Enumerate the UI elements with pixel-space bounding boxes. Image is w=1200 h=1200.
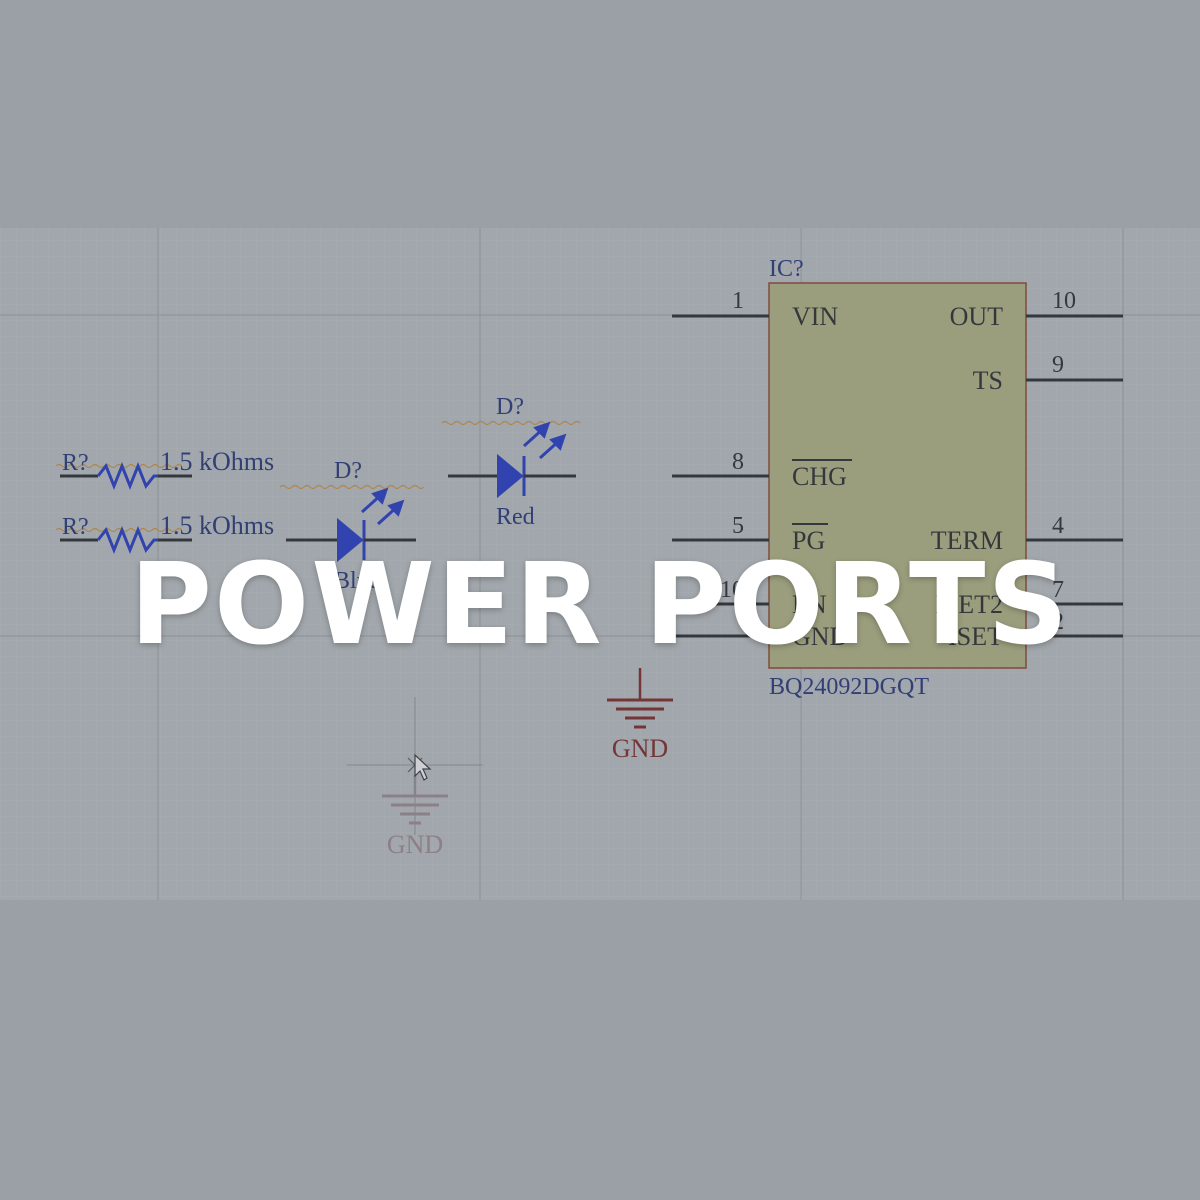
resistor-value: 1.5 kOhms	[160, 447, 274, 476]
ic-pin-ts[interactable]: 9 TS	[973, 352, 1123, 395]
pin-number: 5	[732, 513, 744, 539]
pin-number: 2	[1052, 609, 1064, 635]
ic-pin-pg[interactable]: 5 PG	[672, 513, 828, 555]
pin-name: VIN	[792, 302, 838, 331]
ic-designator: IC?	[769, 256, 804, 282]
pin-name: ISET2	[935, 590, 1003, 619]
led-red[interactable]: D? Red	[441, 394, 581, 530]
pin-number: 4	[1052, 513, 1064, 539]
ic-pin-term[interactable]: 4 TERM	[931, 513, 1123, 555]
designator-squiggle	[441, 420, 581, 426]
ic-pin-vin[interactable]: 1 VIN	[672, 288, 838, 331]
led-color-label: Blue	[334, 568, 379, 594]
resistor-1[interactable]: R? 1.5 kOhms	[55, 447, 274, 491]
diode-triangle	[497, 453, 524, 499]
resistor-designator: R?	[62, 514, 89, 540]
gnd-label: GND	[612, 734, 668, 763]
ic-part-number: BQ24092DGQT	[769, 674, 929, 700]
resistor-2[interactable]: R? 1.5 kOhms	[55, 511, 274, 555]
pin-number: 7	[1052, 577, 1064, 603]
ic-pin-gnd[interactable]: GND	[672, 622, 848, 651]
pin-name: TERM	[931, 526, 1003, 555]
light-arrows-icon	[522, 421, 567, 460]
pin-number: 10	[720, 577, 744, 603]
led-color-label: Red	[496, 504, 535, 530]
pin-number: 8	[732, 449, 744, 475]
designator-squiggle	[279, 484, 425, 490]
pin-number: 10	[1052, 288, 1076, 314]
designator-squiggle	[55, 463, 183, 469]
diode-triangle	[337, 517, 364, 563]
designator-squiggle	[55, 527, 183, 533]
ic-pin-chg[interactable]: 8 CHG	[672, 449, 852, 491]
pin-name: CHG	[792, 462, 847, 491]
led-designator: D?	[334, 458, 362, 484]
pin-name: EN	[792, 590, 827, 619]
ic-component[interactable]: IC? BQ24092DGQT 1 VIN 8 CHG 5 PG 10 EN G…	[672, 256, 1123, 700]
pin-name: ISET	[948, 622, 1003, 651]
pin-name: GND	[792, 622, 848, 651]
led-designator: D?	[496, 394, 524, 420]
ic-pin-out[interactable]: 10 OUT	[950, 288, 1123, 331]
resistor-value: 1.5 kOhms	[160, 511, 274, 540]
led-blue[interactable]: D? Blue	[279, 458, 425, 594]
pin-name: PG	[792, 526, 825, 555]
light-arrows-icon	[360, 487, 405, 526]
mouse-pointer-icon	[414, 753, 432, 781]
pin-number: 9	[1052, 352, 1064, 378]
gnd-power-port-placed[interactable]: GND	[607, 668, 673, 763]
resistor-designator: R?	[62, 450, 89, 476]
pin-name: TS	[973, 366, 1003, 395]
resistor-zigzag	[96, 525, 158, 555]
ic-pin-iset2[interactable]: 7 ISET2	[935, 577, 1123, 619]
resistor-zigzag	[96, 461, 158, 491]
pin-name: OUT	[950, 302, 1004, 331]
ic-body[interactable]	[768, 282, 1027, 669]
ic-pin-iset[interactable]: 2 ISET	[948, 609, 1123, 651]
pin-number: 1	[732, 288, 744, 314]
ic-pin-en[interactable]: 10 EN	[672, 577, 827, 619]
